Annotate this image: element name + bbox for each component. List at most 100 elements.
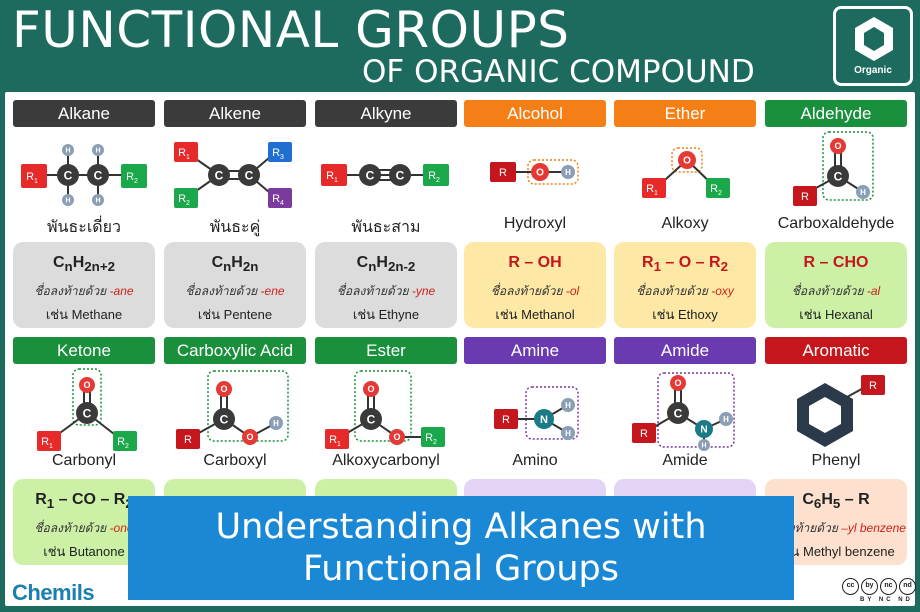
group-info-box: CnH2n ชื่อลงท้ายด้วย -ene เช่น Pentene — [164, 242, 306, 328]
alkoxy-molecule-icon: R1 R2 O — [642, 147, 730, 198]
svg-text:C: C — [83, 406, 92, 420]
group-name: Alkoxy — [661, 215, 709, 232]
suffix-prefix: ชื่อลงท้ายด้วย — [636, 284, 712, 298]
svg-text:H: H — [860, 188, 866, 197]
general-formula: CnH2n — [211, 254, 259, 275]
svg-text:C: C — [674, 406, 683, 420]
example-compound: เช่น Ethoxy — [652, 307, 718, 322]
svg-text:R: R — [184, 434, 192, 446]
group-header: Amine — [464, 337, 606, 364]
svg-text:C: C — [245, 168, 254, 182]
svg-text:R1: R1 — [41, 436, 53, 450]
name-suffix-rule: ชื่อลงท้ายด้วย -al — [765, 282, 907, 301]
suffix-value: -oxy — [711, 284, 734, 298]
group-header: Aldehyde — [765, 100, 907, 127]
svg-text:R: R — [869, 380, 877, 392]
suffix-prefix: ชื่อลงท้ายด้วย — [185, 284, 261, 298]
example-compound: เช่น Butanone — [43, 544, 125, 559]
svg-text:R3: R3 — [272, 147, 284, 161]
svg-text:H: H — [565, 168, 571, 177]
group-header: Alkane — [13, 100, 155, 127]
svg-text:R: R — [502, 414, 510, 426]
group-name: Carboxaldehyde — [777, 215, 895, 232]
svg-text:O: O — [220, 384, 227, 394]
group-header: Alcohol — [464, 100, 606, 127]
general-formula: R – CHO — [803, 254, 869, 271]
suffix-value: -ene — [260, 284, 285, 298]
svg-text:C: C — [94, 168, 103, 182]
svg-text:R1: R1 — [178, 147, 190, 161]
example-compound: เช่น Pentene — [197, 307, 273, 322]
svg-text:O: O — [367, 384, 374, 394]
svg-text:O: O — [536, 168, 544, 179]
by-badge: by — [861, 578, 878, 595]
name-suffix-rule: ชื่อลงท้ายด้วย -ene — [164, 282, 306, 301]
license-badges: cc by nc nd — [842, 578, 916, 595]
svg-text:H: H — [95, 198, 100, 205]
suffix-value: –yl benzene — [841, 521, 906, 535]
hexagon-logo-icon — [855, 17, 893, 61]
svg-text:C: C — [367, 412, 376, 426]
svg-text:O: O — [834, 141, 841, 151]
svg-text:R1: R1 — [326, 170, 338, 184]
svg-text:O: O — [83, 380, 90, 390]
svg-text:H: H — [95, 148, 100, 155]
group-name: พันธะเดี่ยว — [46, 219, 122, 236]
svg-text:C: C — [215, 168, 224, 182]
general-formula: CnH2n-2 — [356, 254, 416, 275]
group-name: Alkoxycarbonyl — [332, 452, 440, 469]
general-formula: CnH2n+2 — [52, 254, 116, 275]
name-suffix-rule: ชื่อลงท้ายด้วย -ane — [13, 282, 155, 301]
suffix-prefix: ชื่อลงท้ายด้วย — [336, 284, 412, 298]
svg-text:R: R — [640, 428, 648, 440]
svg-text:O: O — [674, 378, 681, 388]
svg-text:R1: R1 — [646, 183, 658, 197]
suffix-prefix: ชื่อลงท้ายด้วย — [791, 284, 867, 298]
svg-text:O: O — [246, 432, 253, 442]
group-name: Phenyl — [811, 452, 861, 469]
group-name: Amino — [512, 452, 558, 469]
svg-text:H: H — [723, 415, 729, 424]
name-suffix-rule: ชื่อลงท้ายด้วย -yne — [315, 282, 457, 301]
group-header: Amide — [614, 337, 756, 364]
suffix-value: -ane — [109, 284, 134, 298]
svg-text:H: H — [65, 148, 70, 155]
group-header: Carboxylic Acid — [164, 337, 306, 364]
suffix-prefix: ชื่อลงท้ายด้วย — [34, 284, 110, 298]
svg-text:H: H — [565, 401, 571, 410]
banner-text: Understanding Alkanes with Functional Gr… — [215, 507, 707, 589]
suffix-value: -ol — [565, 284, 580, 298]
suffix-value: -al — [866, 284, 881, 298]
nd-badge: nd — [899, 578, 916, 595]
svg-text:R2: R2 — [428, 170, 440, 184]
svg-text:H: H — [65, 198, 70, 205]
group-header: Ether — [614, 100, 756, 127]
group-header: Ketone — [13, 337, 155, 364]
example-compound: เช่น Methane — [45, 307, 123, 322]
group-name: พันธะสาม — [351, 219, 421, 236]
nc-badge: nc — [880, 578, 897, 595]
group-header: Alkene — [164, 100, 306, 127]
name-suffix-rule: ชื่อลงท้ายด้วย -oxy — [614, 282, 756, 301]
svg-text:R2: R2 — [710, 183, 722, 197]
group-header: Alkyne — [315, 100, 457, 127]
svg-text:C: C — [396, 168, 405, 182]
svg-text:R2: R2 — [425, 432, 437, 446]
svg-text:R4: R4 — [272, 193, 284, 207]
suffix-prefix: ชื่อลงท้ายด้วย — [34, 521, 110, 535]
suffix-value: -one — [109, 521, 134, 535]
svg-text:H: H — [273, 419, 279, 428]
example-compound: เช่น Methyl benzene — [777, 544, 895, 559]
title-banner: Understanding Alkanes with Functional Gr… — [128, 496, 794, 600]
svg-text:O: O — [683, 156, 691, 167]
group-header: Aromatic — [765, 337, 907, 364]
svg-text:O: O — [393, 432, 400, 442]
